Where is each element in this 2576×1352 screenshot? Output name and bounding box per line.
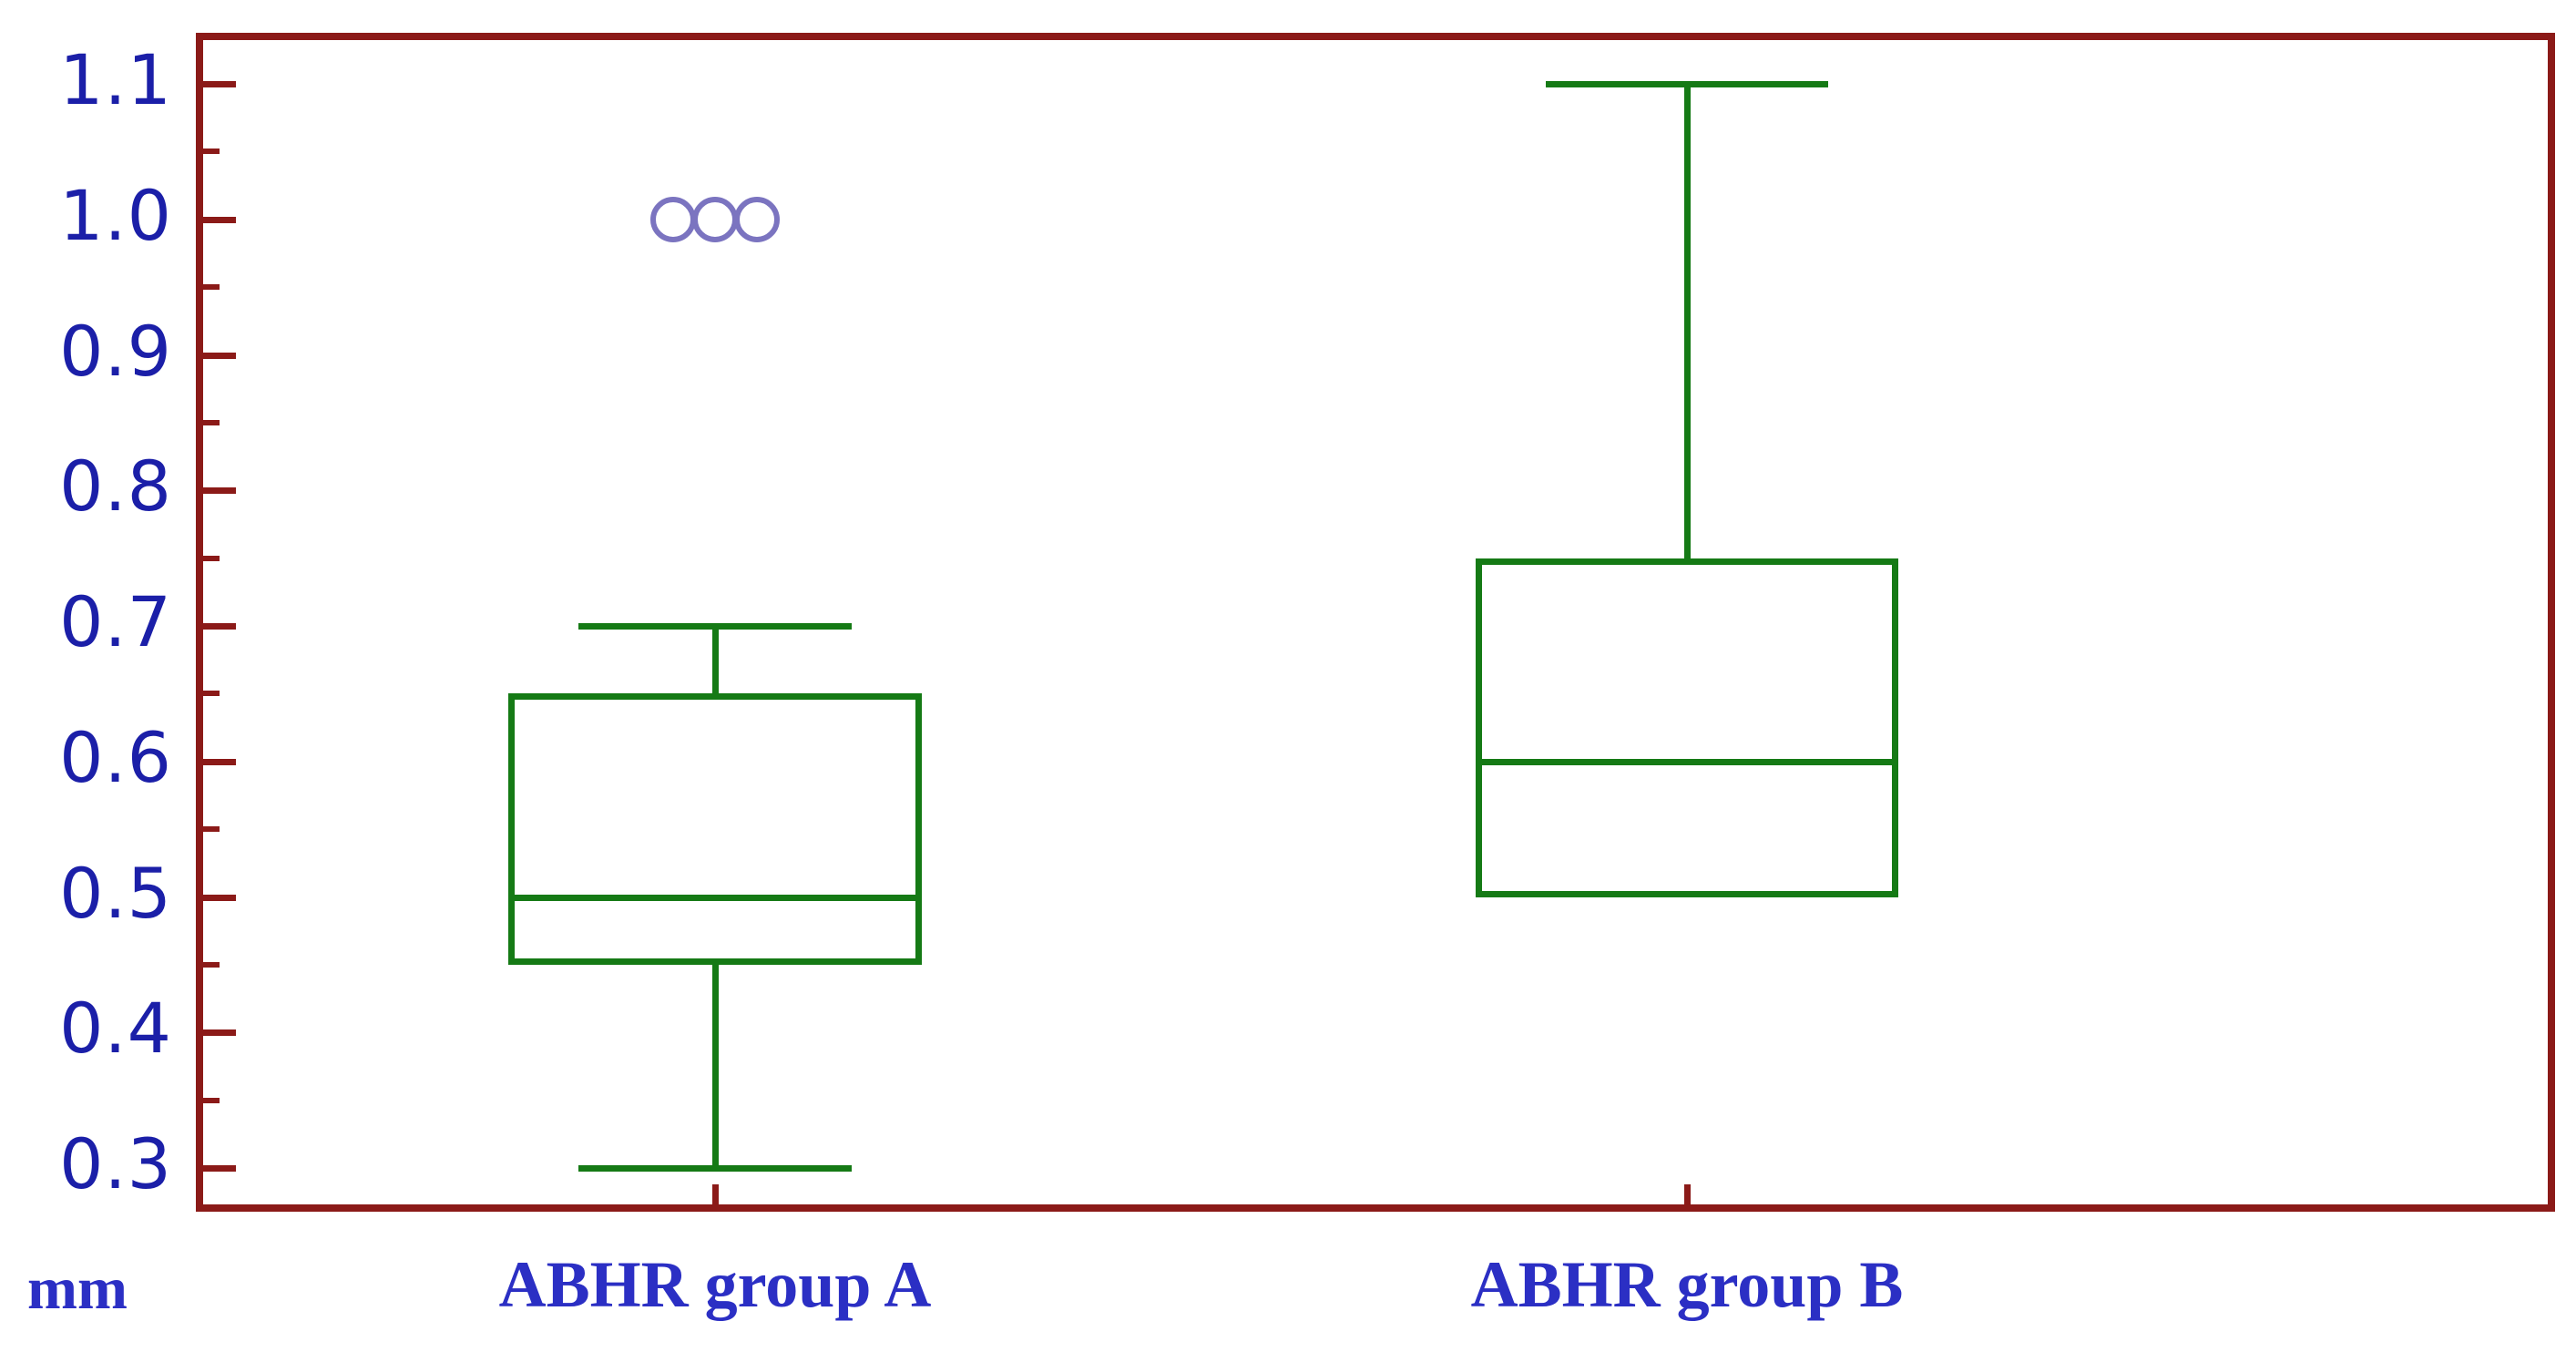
y-tick-minor bbox=[196, 826, 220, 833]
y-tick-label: 1.1 bbox=[59, 39, 172, 120]
y-tick-label: 0.3 bbox=[59, 1123, 172, 1204]
whisker-cap-upper bbox=[578, 623, 852, 630]
y-tick-label: 0.4 bbox=[59, 988, 172, 1070]
plot-frame bbox=[196, 33, 2555, 1212]
y-tick-minor bbox=[196, 555, 220, 561]
whisker-lower bbox=[712, 964, 719, 1168]
y-tick-label: 1.0 bbox=[59, 174, 172, 256]
y-tick-minor bbox=[196, 149, 220, 155]
y-tick-major bbox=[196, 216, 236, 223]
y-tick-major bbox=[196, 81, 236, 87]
outlier-point bbox=[692, 196, 738, 242]
y-tick-major bbox=[196, 894, 236, 901]
y-tick-major bbox=[196, 352, 236, 359]
y-tick-major bbox=[196, 758, 236, 765]
y-tick-label: 0.5 bbox=[59, 852, 172, 934]
median-line bbox=[508, 894, 922, 901]
median-line bbox=[1476, 758, 1898, 765]
x-tick bbox=[712, 1184, 719, 1212]
whisker-upper bbox=[712, 626, 719, 694]
y-tick-label: 0.7 bbox=[59, 581, 172, 662]
y-tick-minor bbox=[196, 284, 220, 291]
category-label-group-a: ABHR group A bbox=[498, 1248, 932, 1321]
outlier-point bbox=[650, 196, 696, 242]
y-tick-minor bbox=[196, 419, 220, 425]
y-tick-label: 0.8 bbox=[59, 446, 172, 527]
box-group-b bbox=[1476, 558, 1898, 897]
y-tick-minor bbox=[196, 1097, 220, 1103]
outlier-point bbox=[734, 196, 780, 242]
y-tick-label: 0.9 bbox=[59, 310, 172, 392]
y-tick-major bbox=[196, 623, 236, 630]
y-tick-major bbox=[196, 487, 236, 495]
x-tick bbox=[1684, 1184, 1691, 1212]
y-tick-label: 0.6 bbox=[59, 716, 172, 798]
y-tick-major bbox=[196, 1165, 236, 1172]
whisker-cap-upper bbox=[1546, 81, 1828, 87]
y-tick-minor bbox=[196, 961, 220, 968]
whisker-upper bbox=[1684, 84, 1691, 558]
category-label-group-b: ABHR group B bbox=[1470, 1248, 1904, 1321]
box-group-a bbox=[508, 693, 922, 965]
whisker-cap-lower bbox=[578, 1165, 852, 1172]
y-tick-major bbox=[196, 1029, 236, 1037]
y-axis-unit-label: mm bbox=[27, 1255, 128, 1322]
y-tick-minor bbox=[196, 691, 220, 697]
